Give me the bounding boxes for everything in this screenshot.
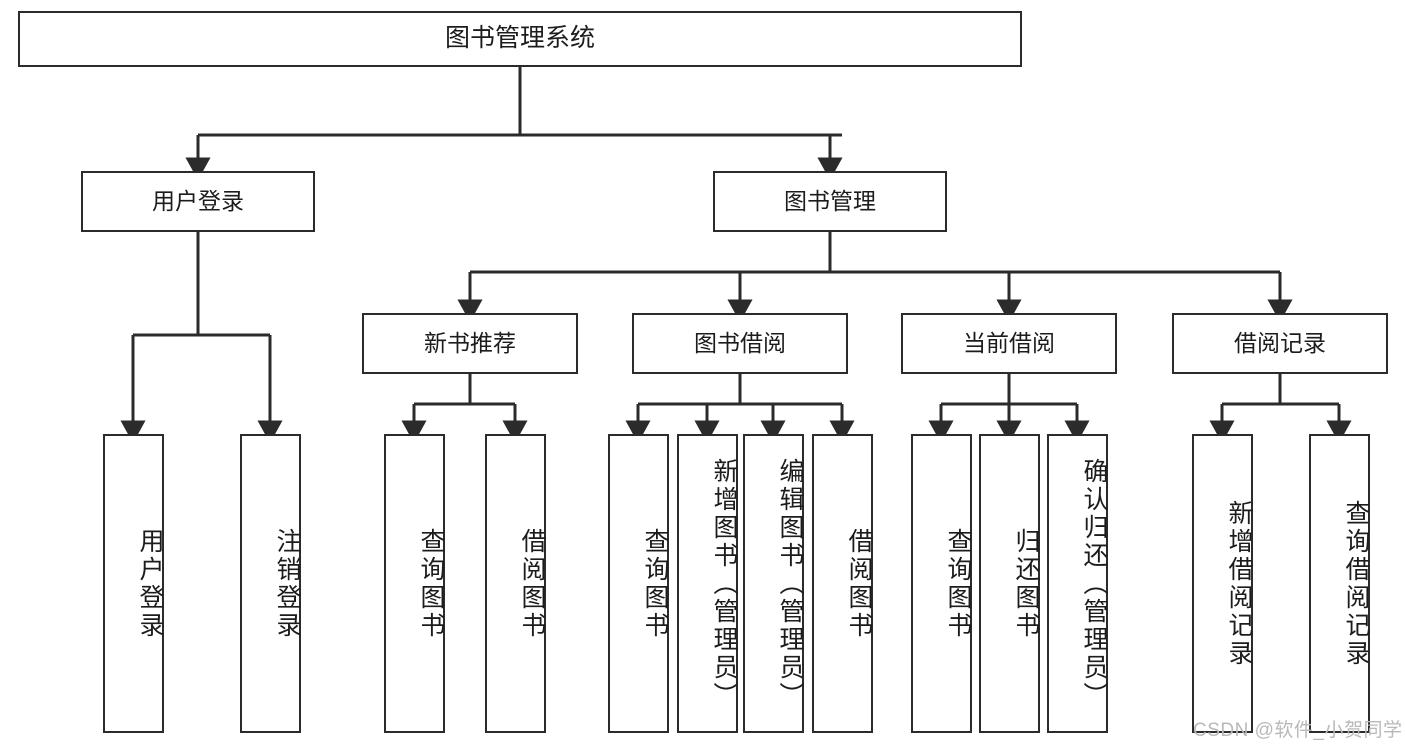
node-new-book-rec-label: 新书推荐	[424, 330, 516, 357]
node-book-borrow[interactable]: 图书借阅	[632, 313, 848, 374]
node-current-borrow-label: 当前借阅	[963, 330, 1055, 357]
node-leaf-add-record-label: 新增借阅记录	[1225, 499, 1253, 668]
node-leaf-edit-book-label: 编辑图书（管理员）	[776, 457, 804, 710]
node-leaf-add-record[interactable]: 新增借阅记录	[1192, 434, 1253, 733]
node-leaf-query-book-3[interactable]: 查询图书	[911, 434, 972, 733]
node-leaf-logout-label: 注销登录	[273, 527, 301, 640]
node-leaf-query-book-3-label: 查询图书	[944, 527, 972, 640]
node-root[interactable]: 图书管理系统	[18, 11, 1022, 67]
node-leaf-user-login-label: 用户登录	[136, 527, 164, 640]
node-leaf-query-book-1-label: 查询图书	[417, 527, 445, 640]
node-user-login[interactable]: 用户登录	[81, 171, 315, 232]
node-leaf-add-book-label: 新增图书（管理员）	[710, 457, 738, 710]
node-current-borrow[interactable]: 当前借阅	[901, 313, 1117, 374]
node-leaf-borrow-book-2[interactable]: 借阅图书	[812, 434, 873, 733]
node-leaf-borrow-book-1-label: 借阅图书	[518, 527, 546, 640]
node-leaf-query-record-label: 查询借阅记录	[1342, 499, 1370, 668]
node-leaf-logout[interactable]: 注销登录	[240, 434, 301, 733]
node-root-label: 图书管理系统	[444, 24, 595, 53]
node-leaf-query-record[interactable]: 查询借阅记录	[1309, 434, 1370, 733]
node-leaf-borrow-book-1[interactable]: 借阅图书	[485, 434, 546, 733]
node-borrow-record-label: 借阅记录	[1234, 330, 1326, 357]
node-user-login-label: 用户登录	[152, 188, 244, 215]
node-leaf-add-book[interactable]: 新增图书（管理员）	[677, 434, 738, 733]
node-book-borrow-label: 图书借阅	[694, 330, 786, 357]
node-new-book-rec[interactable]: 新书推荐	[362, 313, 578, 374]
node-book-manage[interactable]: 图书管理	[713, 171, 947, 232]
node-leaf-user-login[interactable]: 用户登录	[103, 434, 164, 733]
node-borrow-record[interactable]: 借阅记录	[1172, 313, 1388, 374]
node-leaf-return-book[interactable]: 归还图书	[979, 434, 1040, 733]
node-leaf-borrow-book-2-label: 借阅图书	[845, 527, 873, 640]
node-leaf-return-book-label: 归还图书	[1012, 527, 1040, 640]
node-leaf-query-book-2[interactable]: 查询图书	[608, 434, 669, 733]
node-leaf-confirm-return[interactable]: 确认归还（管理员）	[1047, 434, 1108, 733]
node-leaf-query-book-1[interactable]: 查询图书	[384, 434, 445, 733]
watermark: CSDN @软件_小贺同学	[1193, 720, 1403, 741]
node-leaf-query-book-2-label: 查询图书	[641, 527, 669, 640]
node-leaf-edit-book[interactable]: 编辑图书（管理员）	[743, 434, 804, 733]
node-book-manage-label: 图书管理	[784, 188, 876, 215]
node-leaf-confirm-return-label: 确认归还（管理员）	[1080, 457, 1108, 710]
